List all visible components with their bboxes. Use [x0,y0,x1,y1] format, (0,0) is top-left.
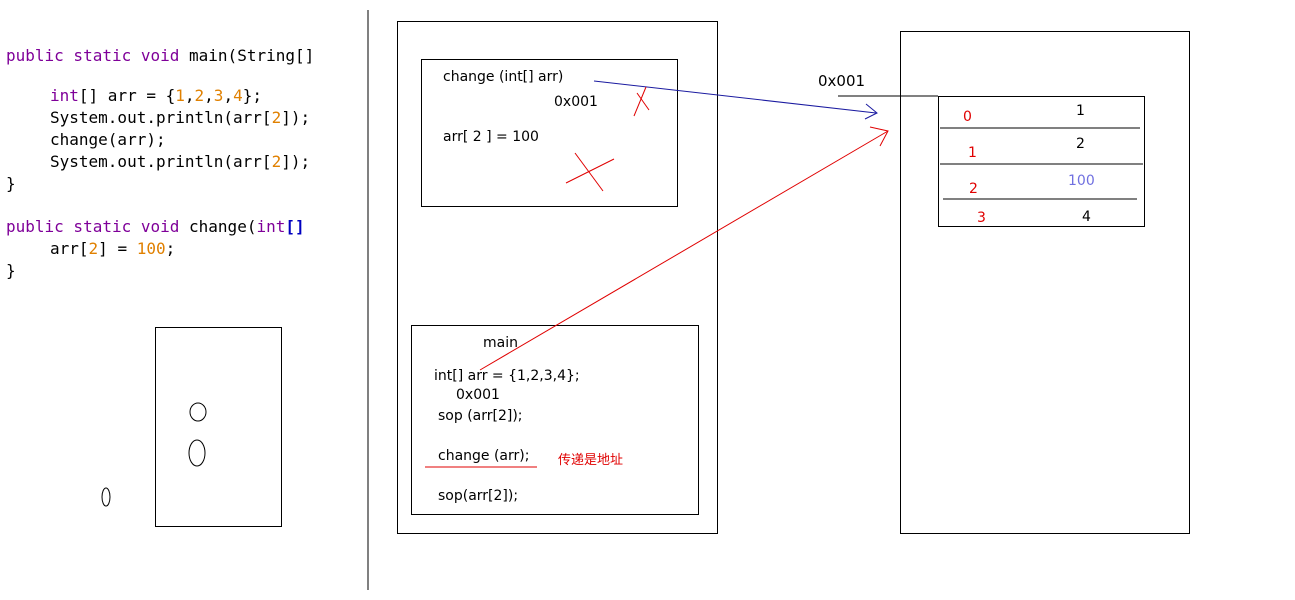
oval-1 [189,402,207,422]
heap-value-2: 100 [1068,173,1095,189]
heap-index-0: 0 [963,109,972,125]
oval-2 [188,439,206,467]
code-line-println-2: System.out.println(arr[2]); [50,152,311,171]
change-signature: public static void change(int[] [6,217,305,236]
code-line-println-1: System.out.println(arr[2]); [50,108,311,127]
code-closing-brace-2: } [6,261,16,280]
heap-value-1: 2 [1076,136,1085,152]
code-closing-brace-1: } [6,174,16,193]
change-frame [421,59,678,207]
main-signature: public static void main(String[] [6,46,315,65]
main-frame-array-init: int[] arr = {1,2,3,4}; [434,368,580,384]
change-frame-assignment: arr[ 2 ] = 100 [443,129,539,145]
code-line-array-init: int[] arr = {1,2,3,4}; [50,86,262,105]
main-arrowhead [869,126,889,147]
heap-index-3: 3 [977,210,986,226]
heap-value-3: 4 [1082,209,1091,225]
pass-by-address-note: 传递是地址 [558,453,624,468]
heap-index-2: 2 [969,181,978,197]
heap-value-0: 1 [1076,103,1085,119]
main-reference-arrow [479,130,889,371]
main-frame-sop-2: sop(arr[2]); [438,488,519,504]
oval-3 [101,487,111,507]
cross-1-a [633,86,647,117]
cross-2-b [574,152,604,192]
code-line-assign: arr[2] = 100; [50,239,176,258]
main-frame-change-call: change (arr); [438,448,530,464]
sketch-box [155,327,282,527]
main-frame-address: 0x001 [456,387,500,403]
main-frame [411,325,699,515]
heap-address: 0x001 [818,72,866,90]
heap-index-1: 1 [968,145,977,161]
main-frame-sop-1: sop (arr[2]); [438,408,523,424]
cross-1-b [636,92,650,111]
heap-array [938,96,1145,227]
main-frame-title: main [483,335,518,351]
change-frame-signature: change (int[] arr) [443,69,564,85]
change-frame-address: 0x001 [554,94,598,110]
param-arrowhead [864,103,878,120]
code-line-change-call: change(arr); [50,130,166,149]
heap-region [900,31,1190,534]
cross-2-a [565,158,615,184]
param-reference-arrow [593,80,877,114]
